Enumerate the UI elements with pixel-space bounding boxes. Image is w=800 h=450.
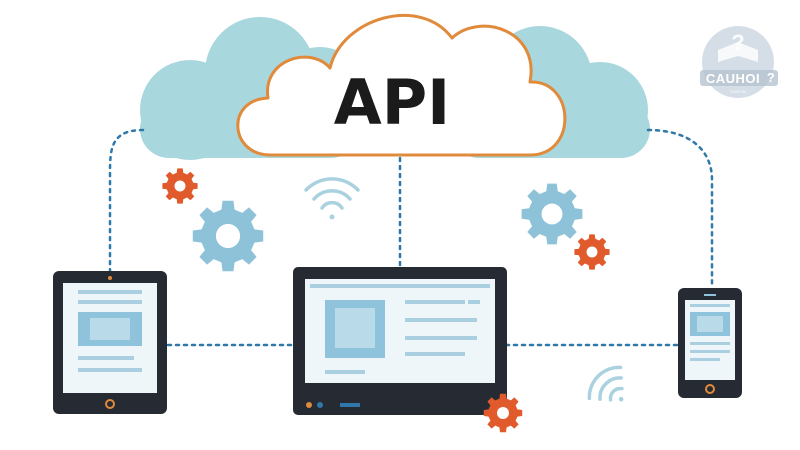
gear-icon bbox=[192, 200, 264, 272]
connector-lines bbox=[108, 128, 714, 347]
gear-icon bbox=[162, 168, 198, 204]
gear-icon bbox=[521, 183, 583, 245]
watermark-sub: 2023.VN bbox=[730, 89, 746, 94]
wifi-icon bbox=[587, 365, 624, 402]
watermark-suffix: ? bbox=[767, 70, 775, 85]
watermark-brand: CAUHOI bbox=[706, 71, 760, 86]
api-cloud: API bbox=[236, 13, 567, 157]
gear-icon bbox=[483, 393, 523, 433]
api-label: API bbox=[334, 66, 451, 139]
watermark-logo: ? CAUHOI ? 2023.VN bbox=[700, 26, 778, 98]
laptop-icon bbox=[293, 267, 507, 415]
tablet-icon bbox=[53, 271, 167, 414]
svg-text:?: ? bbox=[731, 30, 744, 55]
wifi-icon bbox=[304, 177, 360, 220]
gear-icon bbox=[574, 234, 610, 270]
smartphone-icon bbox=[678, 288, 742, 398]
